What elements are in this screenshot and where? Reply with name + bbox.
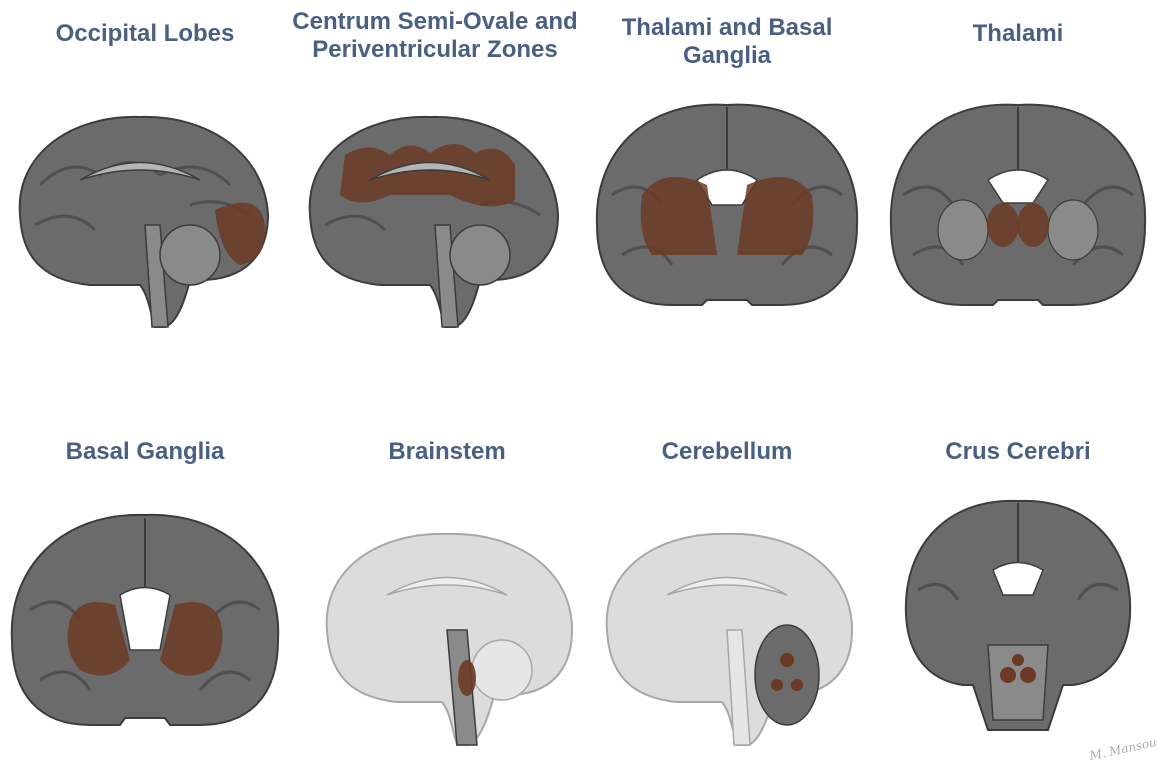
panel-cerebellum: Cerebellum	[582, 420, 872, 760]
coronal-brain-illustration	[0, 510, 290, 750]
panel-title: Crus Cerebri	[873, 438, 1163, 466]
highlight-crus-cerebri	[1012, 654, 1024, 666]
sagittal-brain-illustration-faded	[582, 520, 872, 760]
highlight-cerebellum-lesion	[780, 653, 794, 667]
highlight-right-thalamus-basal-ganglia	[737, 177, 813, 255]
highlight-cerebellum-lesion	[771, 679, 783, 691]
panel-thalami-basal-ganglia: Thalami and Basal Ganglia	[582, 0, 872, 340]
panel-brainstem: Brainstem	[302, 420, 592, 760]
highlight-cerebellum-lesion	[791, 679, 803, 691]
coronal-brain-illustration	[873, 495, 1163, 735]
panel-occipital-lobes: Occipital Lobes	[0, 0, 290, 340]
panel-basal-ganglia: Basal Ganglia	[0, 420, 290, 760]
highlight-left-thalamus-basal-ganglia	[641, 177, 717, 255]
panel-title: Occipital Lobes	[0, 20, 290, 48]
panel-title: Centrum Semi-Ovale and Periventricular Z…	[290, 8, 580, 64]
sagittal-brain-illustration-faded	[302, 520, 592, 760]
highlight-left-crus-cerebri	[1000, 667, 1016, 683]
sagittal-brain-illustration	[0, 95, 290, 335]
panel-title: Basal Ganglia	[0, 438, 290, 466]
highlight-brainstem	[458, 660, 476, 696]
highlight-left-thalamus	[987, 203, 1019, 247]
panel-title: Brainstem	[302, 438, 592, 466]
highlight-right-crus-cerebri	[1020, 667, 1036, 683]
highlight-right-thalamus	[1017, 203, 1049, 247]
sagittal-brain-illustration	[290, 95, 580, 335]
coronal-brain-illustration	[873, 95, 1163, 335]
panel-title: Cerebellum	[582, 438, 872, 466]
panel-title: Thalami and Basal Ganglia	[582, 14, 872, 70]
panel-title: Thalami	[873, 20, 1163, 48]
panel-centrum-semiovale: Centrum Semi-Ovale and Periventricular Z…	[290, 0, 580, 340]
coronal-brain-illustration	[582, 95, 872, 335]
panel-thalami: Thalami	[873, 0, 1163, 340]
panel-crus-cerebri: Crus Cerebri	[873, 420, 1163, 760]
cerebellum-shape	[755, 625, 819, 725]
